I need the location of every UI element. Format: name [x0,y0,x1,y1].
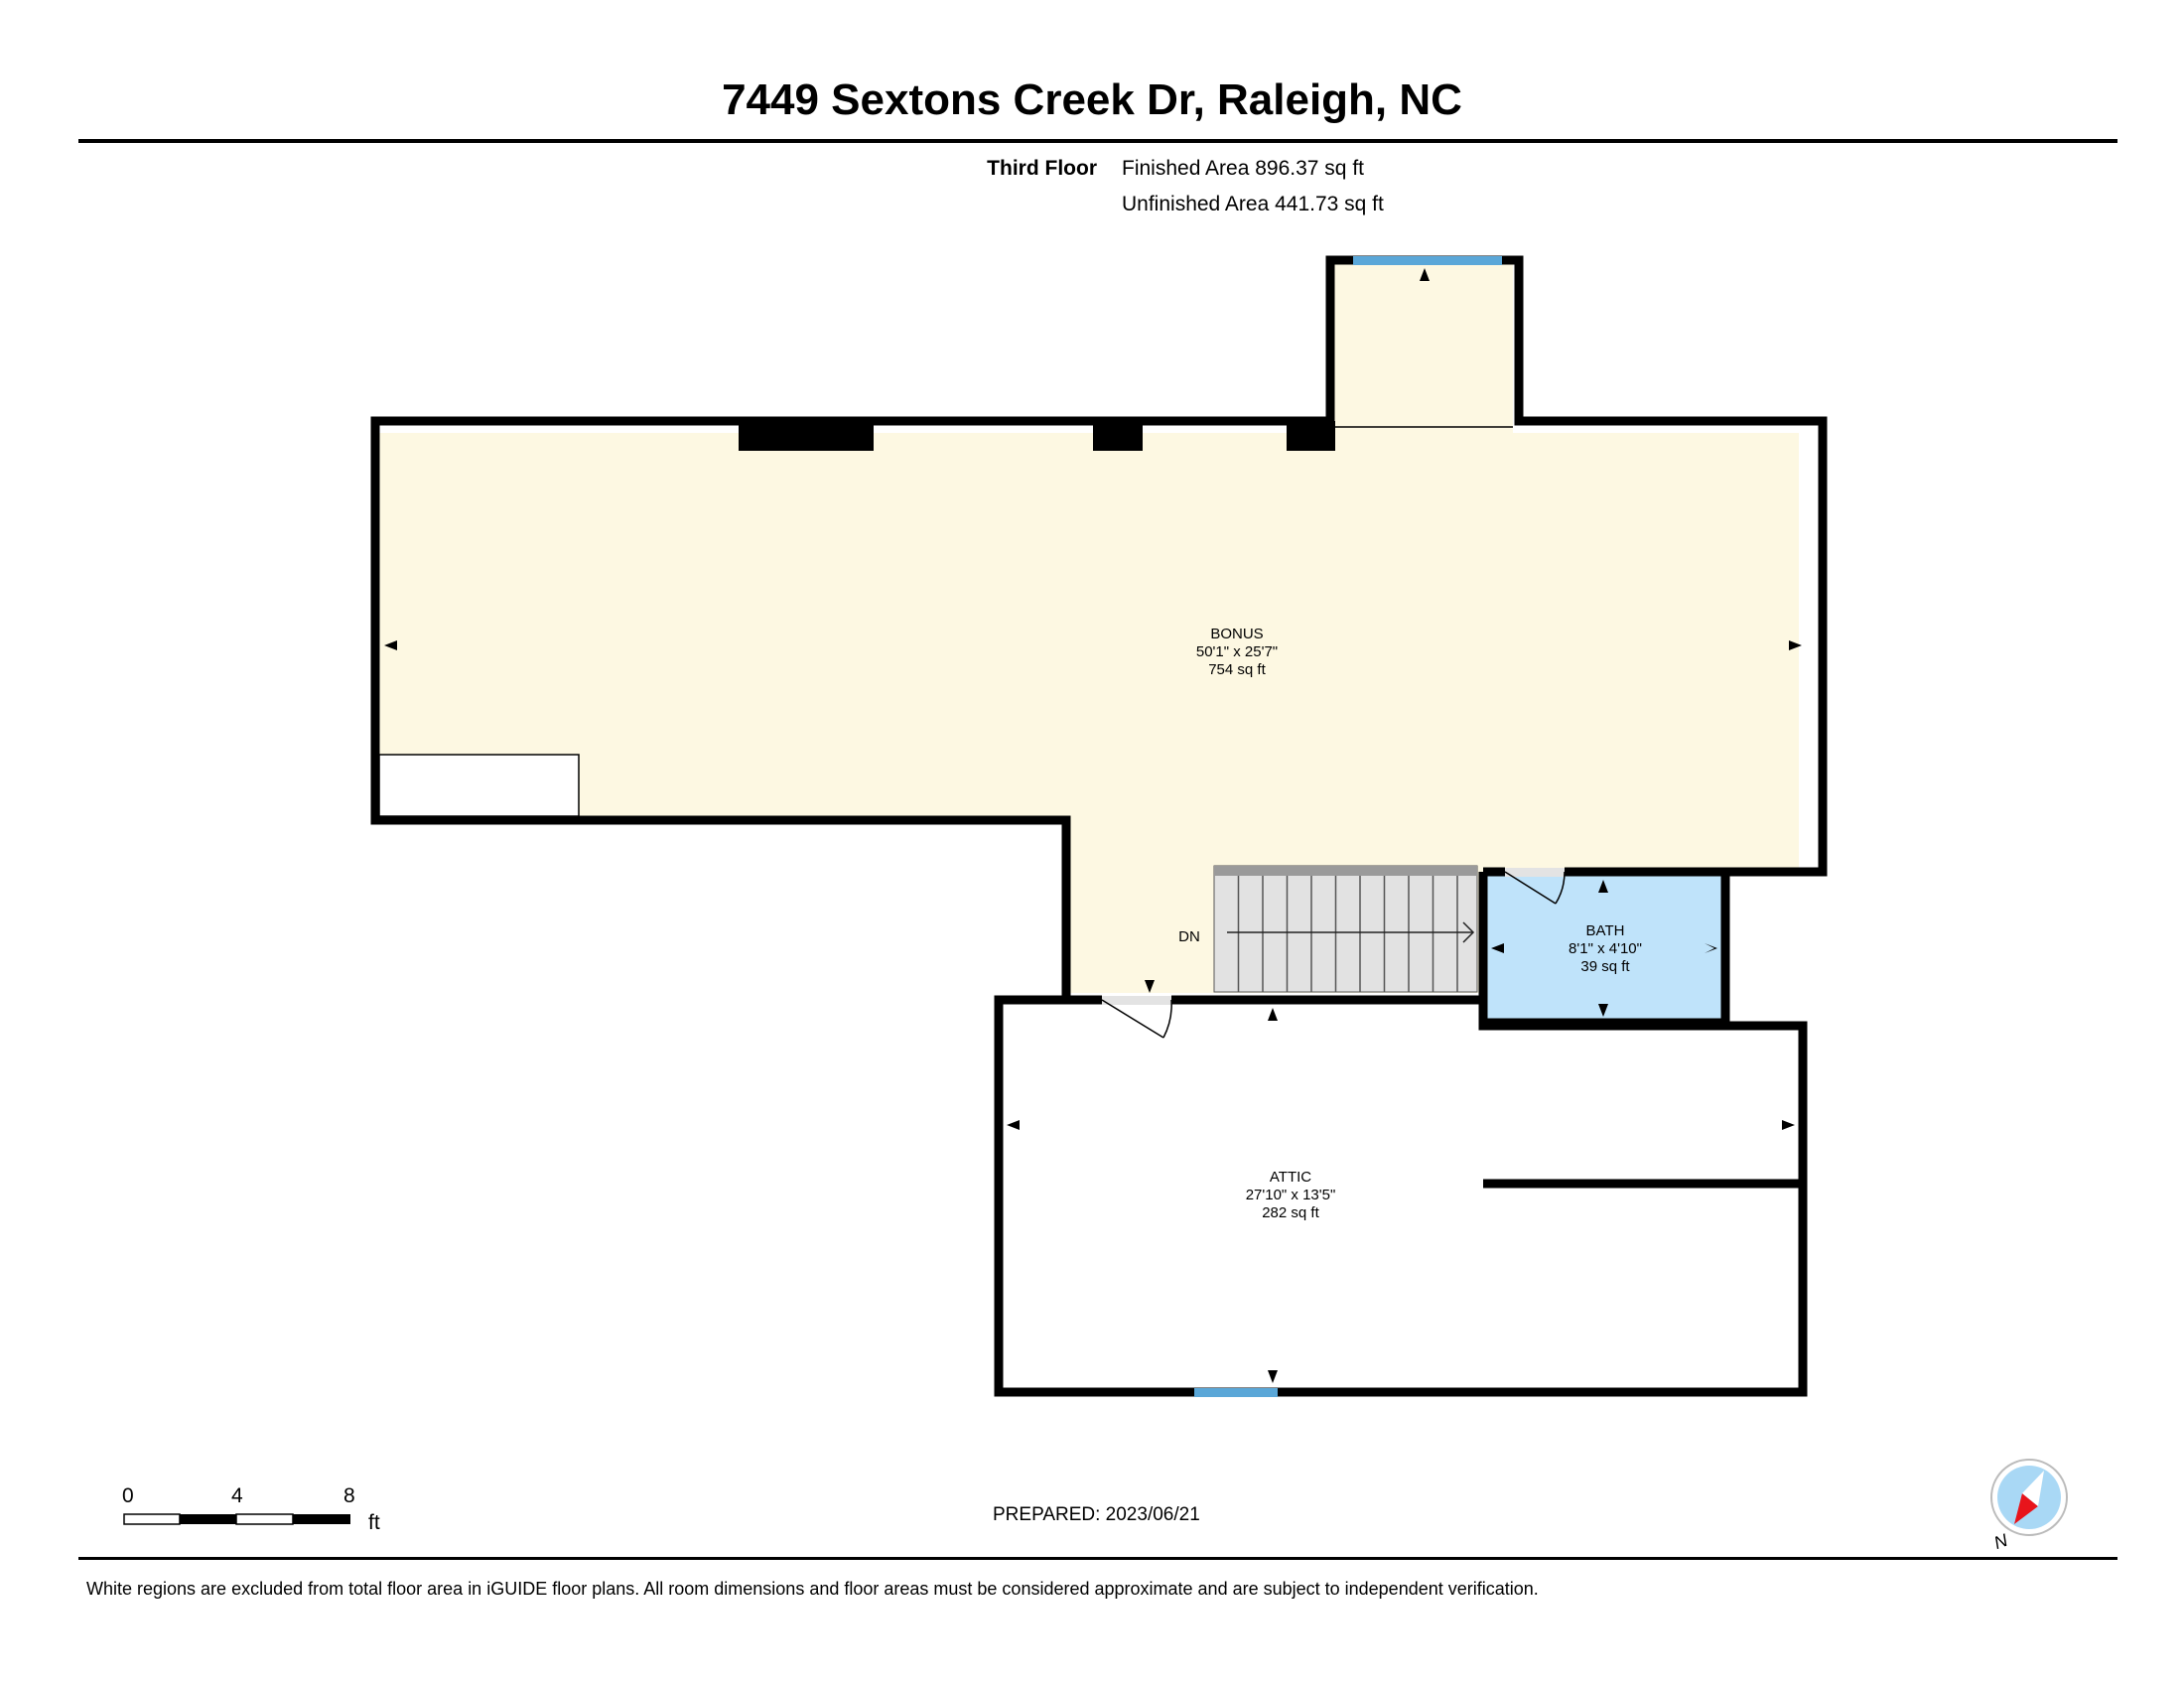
bonus-left-marker [384,640,397,650]
floor-name: Third Floor [987,157,1097,180]
prepared-date: PREPARED: 2023/06/21 [993,1504,1200,1525]
attic-door-leaf [1101,999,1164,1039]
attic-room-area: 282 sq ft [1262,1204,1319,1221]
bay-top-marker [1420,268,1430,281]
page-title: 7449 Sextons Creek Dr, Raleigh, NC [722,75,1462,124]
bath-room-dimensions: 8'1" x 4'10" [1569,940,1642,957]
attic-walls [994,995,1808,1397]
staircase [1213,865,1478,993]
wall-block [739,421,874,451]
scale-bar: 0 4 8 ft [122,1484,380,1534]
bath-room-area: 39 sq ft [1580,958,1630,975]
bath-door-arc [1555,871,1566,905]
bonus-room-area: 754 sq ft [1208,661,1266,678]
bath-left-marker [1491,943,1504,953]
bath-door-leaf [1504,871,1557,905]
scale-segment-4 [293,1514,350,1524]
scale-segment-3 [235,1513,294,1525]
header-divider [78,139,2117,143]
attic-window [1194,1388,1278,1397]
scale-segment-1 [123,1513,181,1525]
stair-arrow-head [1462,921,1475,943]
bath-bottom-marker [1598,1004,1608,1017]
excluded-region [378,754,580,817]
wall-block [1093,421,1143,451]
compass-icon: N [1990,1459,2068,1554]
unfinished-area: Unfinished Area 441.73 sq ft [1122,193,1384,215]
footer-note: White regions are excluded from total fl… [86,1579,1539,1599]
compass-needle-north [2014,1493,2038,1524]
attic-top-marker [1268,1008,1278,1021]
attic-left-marker [1007,1120,1020,1130]
wall-block [1287,421,1335,451]
footer-divider [78,1557,2117,1560]
attic-bottom-marker [1268,1370,1278,1383]
bath-right-marker [1705,943,1717,953]
bonus-right-marker [1789,640,1802,650]
attic-door-arc [1162,999,1172,1039]
scale-tick-8: 8 [343,1484,355,1507]
compass-label: N [1991,1530,2011,1554]
compass-needle-south [2022,1471,2044,1506]
bath-top-marker [1598,880,1608,893]
dimension-markers [384,268,1802,1383]
scale-tick-0: 0 [122,1484,134,1507]
attic-door-opening [1102,996,1171,1005]
bonus-room-dimensions: 50'1" x 25'7" [1196,643,1278,660]
bay-walls [1325,255,1828,877]
attic-room-dimensions: 27'10" x 13'5" [1246,1187,1336,1203]
scale-segment-2 [180,1514,236,1524]
bath-door-opening [1505,868,1565,877]
door-marker [1145,980,1155,993]
finished-area: Finished Area 896.37 sq ft [1122,157,1364,180]
attic-room-name: ATTIC [1270,1169,1311,1186]
scale-tick-4: 4 [231,1484,243,1507]
attic-door [1101,996,1172,1039]
stairs-label: DN [1178,928,1200,945]
bath-room-name: BATH [1586,922,1625,939]
bonus-walls [370,416,1332,999]
bonus-room-fill [379,433,1799,993]
bath-room-fill [1485,874,1721,1019]
bath-door [1504,868,1566,905]
bay-window [1353,256,1502,265]
bay-room-fill [1334,264,1513,433]
scale-unit: ft [368,1511,380,1534]
bonus-room-name: BONUS [1210,626,1263,642]
stair-top-edge [1214,866,1477,876]
stair-treads [1213,865,1478,993]
attic-right-marker [1782,1120,1795,1130]
